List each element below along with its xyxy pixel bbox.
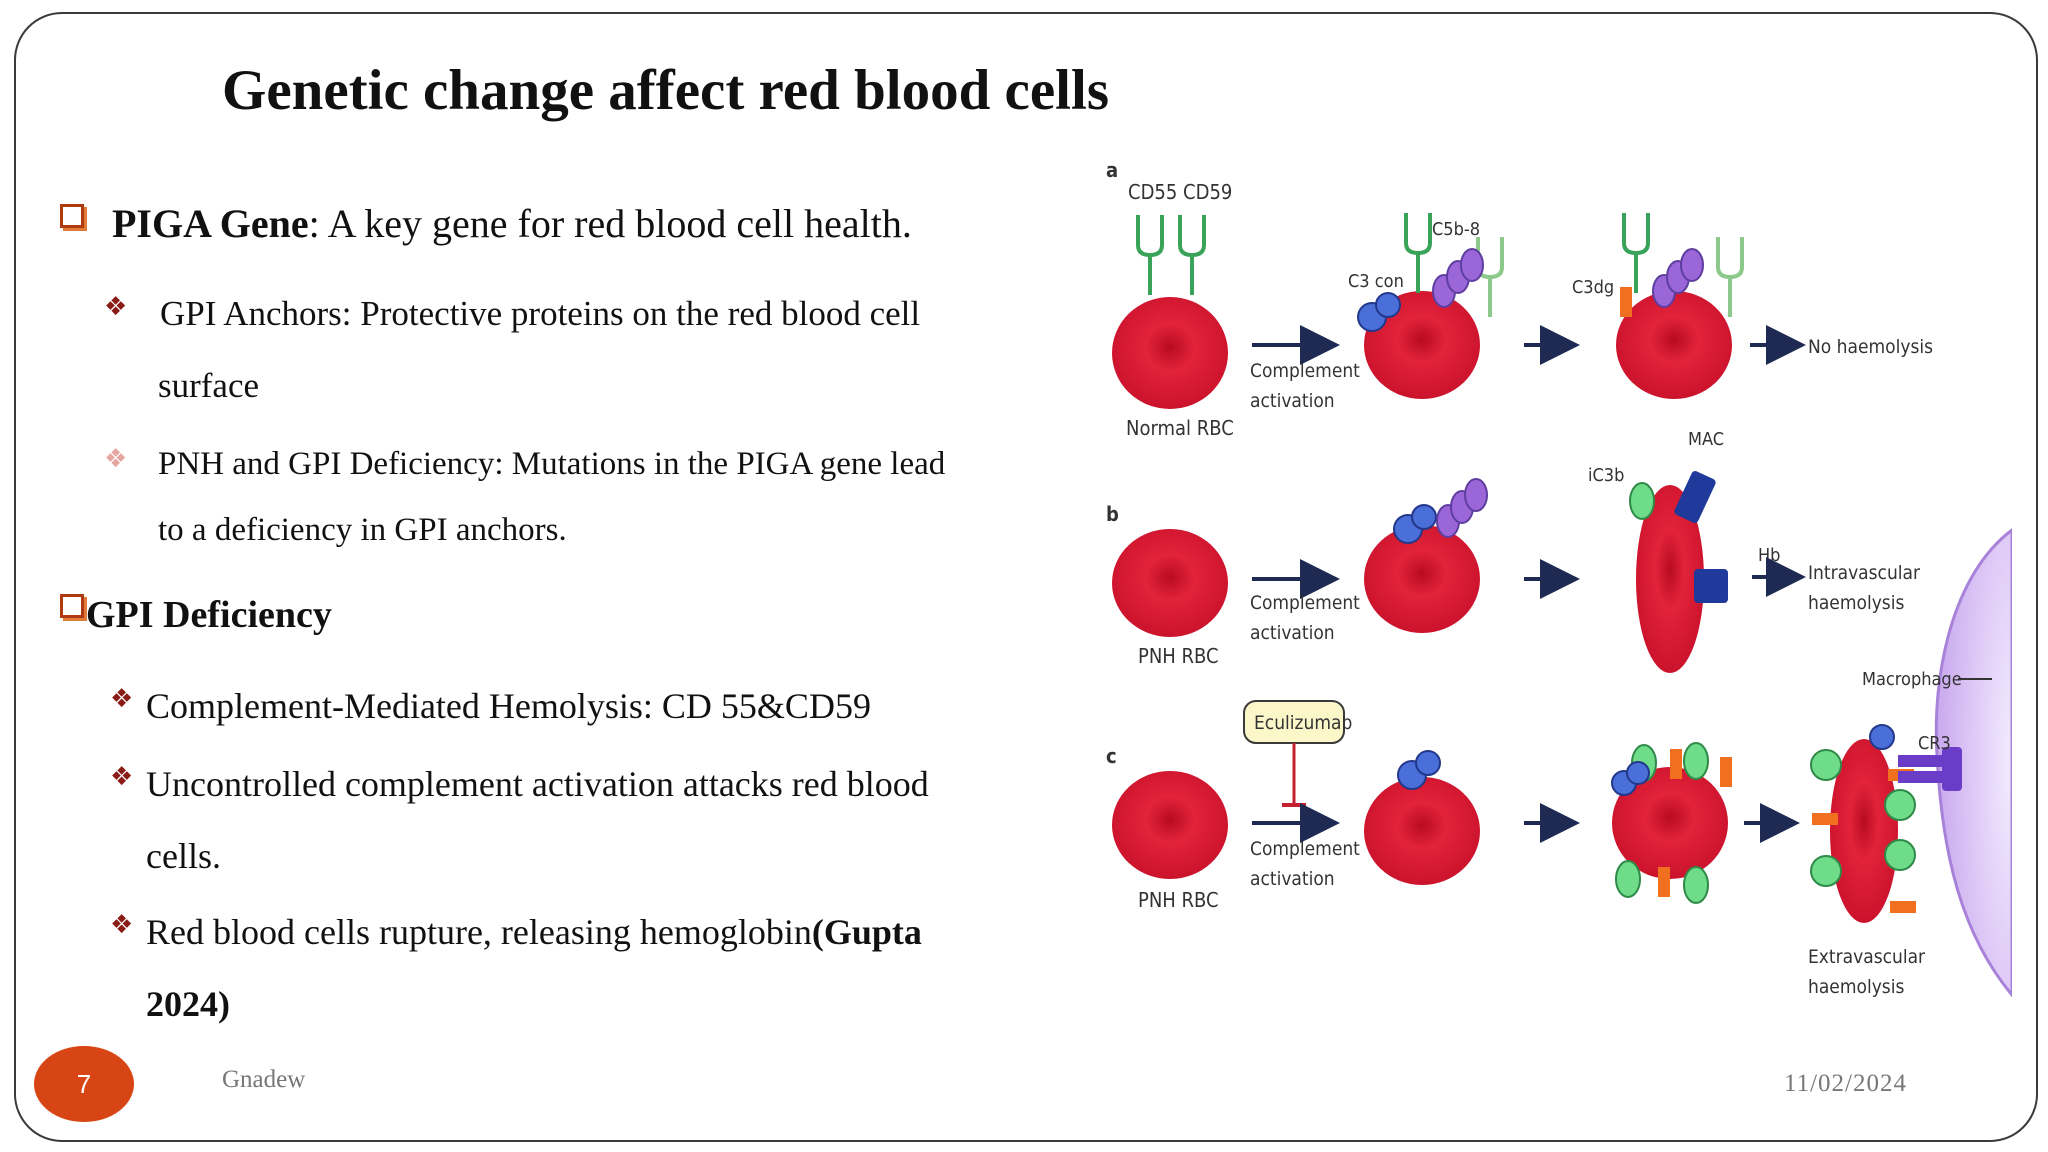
four-diamond-star-icon: ❖ <box>104 292 128 322</box>
label-no-haemolysis: No haemolysis <box>1808 336 1933 358</box>
rbc-pnh-c <box>1112 771 1228 879</box>
bullet-piga-gene: PIGA Gene: A key gene for red blood cell… <box>112 204 912 244</box>
page-number-badge: 7 <box>34 1046 134 1122</box>
label-eculizumab: Eculizumab <box>1254 712 1352 734</box>
label-activation-c: activation <box>1250 868 1335 890</box>
label-ic3b: iC3b <box>1588 465 1624 486</box>
four-diamond-star-icon: ❖ <box>110 684 134 714</box>
label-complement-a: Complement <box>1250 360 1360 382</box>
panel-label-c: c <box>1106 744 1117 768</box>
citation-year: 2024) <box>146 984 230 1024</box>
label-c3-con: C3 con <box>1348 271 1404 292</box>
rbc-a3 <box>1616 291 1732 399</box>
label-activation-a: activation <box>1250 390 1335 412</box>
subbullet-pnh-line2: to a deficiency in GPI anchors. <box>158 512 567 548</box>
rbc-a2 <box>1364 291 1480 399</box>
subbullet-uncontrolled-line2: cells. <box>146 836 221 876</box>
label-normal-rbc: Normal RBC <box>1126 416 1234 440</box>
subbullet-gpi-anchors-line1: GPI Anchors: Protective proteins on the … <box>160 294 921 333</box>
label-extravascular-haemolysis: haemolysis <box>1808 976 1904 998</box>
four-diamond-star-icon: ❖ <box>110 910 134 940</box>
subbullet-uncontrolled-line1: Uncontrolled complement activation attac… <box>146 764 929 804</box>
four-diamond-star-icon: ❖ <box>110 762 134 792</box>
subbullet-rupture-text: Red blood cells rupture, releasing hemog… <box>146 912 812 952</box>
checkbox-square-icon <box>60 204 84 228</box>
label-pnh-rbc-b: PNH RBC <box>1138 644 1219 668</box>
rbc-c3-opsonized <box>1612 767 1728 879</box>
rbc-normal <box>1112 297 1228 409</box>
complement-hemolysis-diagram: a b c CD55 CD59 Normal RBC Complement ac… <box>1106 158 2012 998</box>
panel-label-b: b <box>1106 502 1119 526</box>
footer-date: 11/02/2024 <box>1784 1070 1907 1097</box>
subbullet-pnh-line1: PNH and GPI Deficiency: Mutations in the… <box>158 446 946 482</box>
bullet-piga-gene-text: : A key gene for red blood cell health. <box>308 201 912 246</box>
label-pnh-rbc-c: PNH RBC <box>1138 888 1219 912</box>
label-complement-c: Complement <box>1250 838 1360 860</box>
slide-title: Genetic change affect red blood cells <box>222 59 1110 122</box>
label-complement-b: Complement <box>1250 592 1360 614</box>
bullet-gpi-deficiency: GPI Deficiency <box>86 594 332 636</box>
citation-gupta: (Gupta <box>811 912 922 952</box>
label-c5b8: C5b-8 <box>1432 219 1480 240</box>
label-macrophage: Macrophage <box>1862 669 1962 690</box>
rbc-extravascular <box>1830 739 1898 923</box>
subbullet-complement-hemolysis: Complement-Mediated Hemolysis: CD 55&CD5… <box>146 686 871 726</box>
label-extravascular: Extravascular <box>1808 946 1926 968</box>
panel-label-a: a <box>1106 158 1118 182</box>
bullet-piga-gene-bold: PIGA Gene <box>112 201 309 246</box>
label-c3dg: C3dg <box>1572 277 1614 298</box>
label-intravascular-haemolysis: haemolysis <box>1808 592 1904 614</box>
four-diamond-star-icon: ❖ <box>104 444 128 474</box>
label-intravascular: Intravascular <box>1808 562 1921 584</box>
cd55-cd59-receptors <box>1136 215 1206 295</box>
label-mac: MAC <box>1688 429 1724 450</box>
rbc-lysed-b <box>1636 485 1704 673</box>
label-activation-b: activation <box>1250 622 1335 644</box>
rbc-b2 <box>1364 525 1480 633</box>
checkbox-square-icon <box>60 594 84 618</box>
rbc-pnh-b <box>1112 529 1228 637</box>
label-cd55-cd59: CD55 CD59 <box>1128 180 1232 204</box>
rbc-c2 <box>1364 777 1480 885</box>
label-cr3: CR3 <box>1918 733 1951 754</box>
subbullet-rupture-line1: Red blood cells rupture, releasing hemog… <box>146 914 922 950</box>
subbullet-gpi-anchors-line2: surface <box>158 366 260 405</box>
footer-author: Gnadew <box>222 1066 306 1093</box>
label-hb: Hb <box>1758 545 1780 566</box>
